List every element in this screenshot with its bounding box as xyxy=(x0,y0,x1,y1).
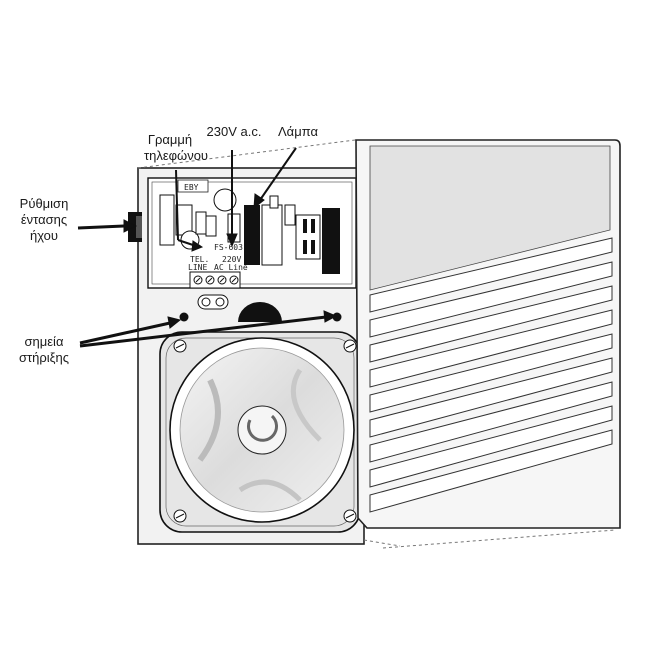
tel-label-2: LINE xyxy=(188,263,207,272)
ac-label-1: 220V xyxy=(222,255,241,264)
ac-label-2: AC Line xyxy=(214,263,248,272)
mount-point-right xyxy=(332,312,342,322)
circuit-board: EBY FS-603 TEL. LINE 220V AC Line xyxy=(147,177,357,289)
power-label: 230V a.c. xyxy=(207,124,262,139)
board-brand: EBY xyxy=(184,183,199,192)
mount-label-2: στήριξης xyxy=(19,350,69,365)
front-cover xyxy=(355,139,621,529)
volume-label-2: έντασης xyxy=(21,212,67,227)
board-model: FS-603 xyxy=(214,243,243,252)
tel-label-1: TEL. xyxy=(190,255,209,264)
lamp-dome xyxy=(238,302,282,322)
phone-line-label-2: τηλεφώνου xyxy=(144,148,208,163)
louvers xyxy=(369,237,613,513)
mount-label-1: σημεία xyxy=(25,334,64,349)
volume-label-1: Ρύθμιση xyxy=(20,196,69,211)
center-screw xyxy=(197,294,229,310)
terminal-block xyxy=(189,271,241,289)
volume-label-3: ήχου xyxy=(30,228,58,243)
phone-line-label-1: Γραμμή xyxy=(148,132,192,147)
lamp-label: Λάμπα xyxy=(278,124,318,139)
speaker-cone xyxy=(169,337,355,523)
mount-point-left xyxy=(179,312,189,322)
pointer-arrows xyxy=(77,147,338,348)
